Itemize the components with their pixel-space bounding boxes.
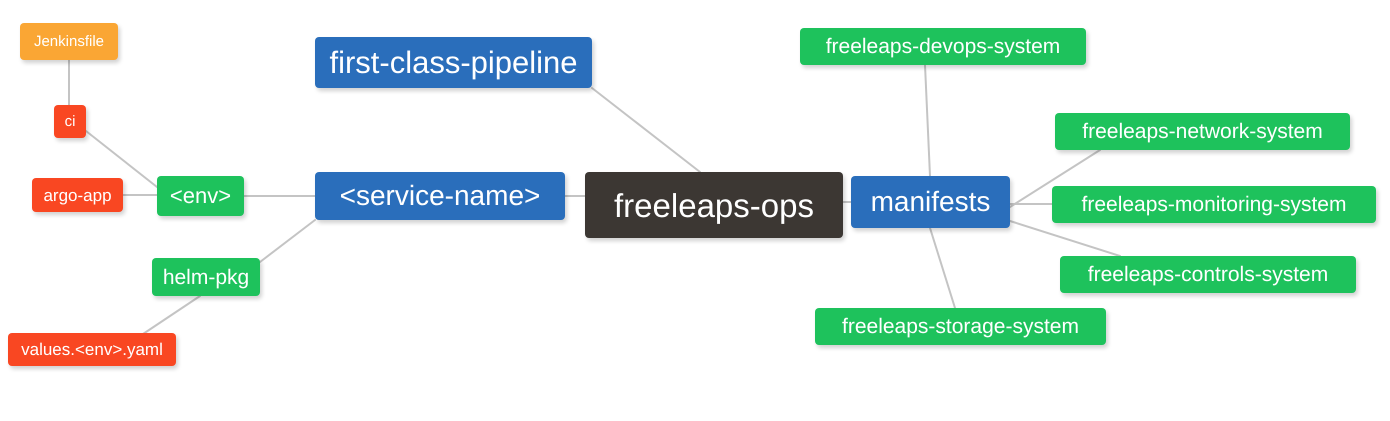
node-values-yaml[interactable]: values.<env>.yaml — [8, 333, 176, 366]
node-label: helm-pkg — [162, 265, 250, 289]
node-manifests[interactable]: manifests — [851, 176, 1010, 228]
node-label: freeleaps-ops — [614, 186, 814, 224]
edge-manifests-to-freeleaps-controls-system — [1009, 220, 1121, 257]
edge-helm-pkg-to-values-yaml — [139, 295, 201, 337]
edge-manifests-to-freeleaps-storage-system — [929, 227, 956, 309]
node-freeleaps-ops[interactable]: freeleaps-ops — [585, 172, 843, 238]
node-jenkinsfile[interactable]: Jenkinsfile — [20, 23, 118, 60]
node-label: Jenkinsfile — [33, 33, 105, 50]
edge-service-name-to-helm-pkg — [259, 219, 316, 263]
node-freeleaps-controls-system[interactable]: freeleaps-controls-system — [1060, 256, 1356, 293]
node-label: freeleaps-devops-system — [825, 35, 1061, 58]
node-label: argo-app — [43, 185, 112, 205]
node-first-class-pipeline[interactable]: first-class-pipeline — [315, 37, 592, 88]
node-label: values.<env>.yaml — [21, 340, 163, 359]
edge-first-class-pipeline-to-freeleaps-ops — [591, 87, 701, 173]
node-label: <service-name> — [339, 180, 541, 211]
node-helm-pkg[interactable]: helm-pkg — [152, 258, 260, 296]
node-freeleaps-storage-system[interactable]: freeleaps-storage-system — [815, 308, 1106, 345]
node-freeleaps-network-system[interactable]: freeleaps-network-system — [1055, 113, 1350, 150]
node-env[interactable]: <env> — [157, 176, 244, 216]
edge-manifests-to-freeleaps-devops-system — [924, 64, 931, 177]
node-ci[interactable]: ci — [54, 105, 86, 138]
node-freeleaps-devops-system[interactable]: freeleaps-devops-system — [800, 28, 1086, 65]
node-label: first-class-pipeline — [329, 45, 578, 80]
node-argo-app[interactable]: argo-app — [32, 178, 123, 212]
node-label: freeleaps-storage-system — [842, 315, 1079, 338]
node-label: manifests — [870, 186, 991, 217]
node-label: freeleaps-network-system — [1082, 120, 1323, 143]
node-label: ci — [64, 113, 76, 130]
node-label: freeleaps-controls-system — [1087, 263, 1329, 286]
node-freeleaps-monitoring-system[interactable]: freeleaps-monitoring-system — [1052, 186, 1376, 223]
node-label: <env> — [169, 183, 232, 208]
node-service-name[interactable]: <service-name> — [315, 172, 565, 220]
node-label: freeleaps-monitoring-system — [1081, 193, 1347, 216]
